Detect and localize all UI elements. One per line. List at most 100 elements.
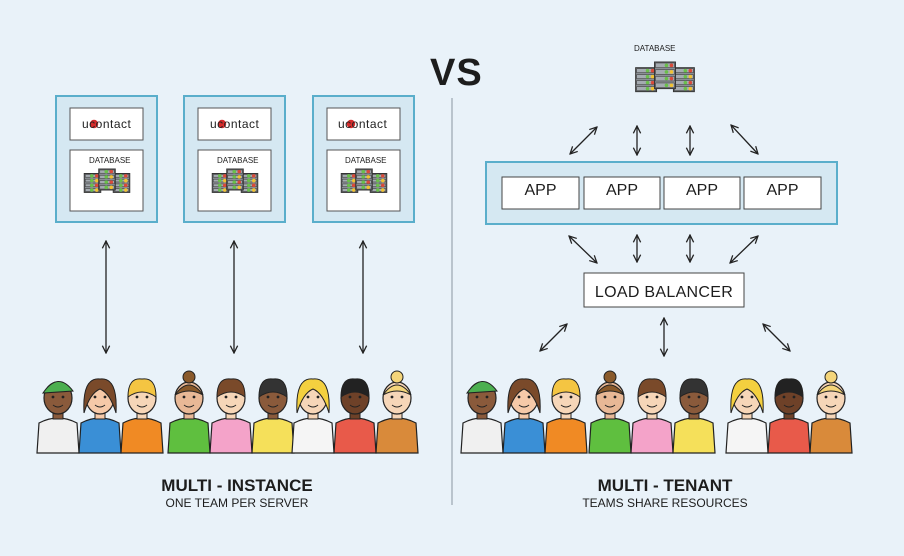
smile bbox=[688, 404, 700, 408]
led-status bbox=[251, 188, 256, 192]
led-status bbox=[650, 86, 655, 91]
app-box-1-label: APP bbox=[524, 182, 557, 199]
logo-box bbox=[326, 107, 401, 141]
torso bbox=[291, 417, 335, 454]
smile bbox=[646, 404, 658, 408]
led-green bbox=[346, 188, 351, 192]
lb-people-arrow-right bbox=[763, 324, 790, 351]
eye bbox=[527, 395, 531, 399]
server-body bbox=[355, 168, 373, 191]
led-green bbox=[375, 178, 380, 183]
eye bbox=[61, 395, 65, 399]
hair bbox=[258, 378, 288, 398]
eye bbox=[103, 395, 107, 399]
eye bbox=[697, 395, 701, 399]
led-green bbox=[664, 63, 669, 68]
app-lb-arrow-1 bbox=[569, 236, 597, 263]
torso bbox=[120, 417, 164, 454]
eye bbox=[569, 395, 573, 399]
led-green bbox=[217, 183, 222, 188]
led-status bbox=[366, 180, 371, 184]
led-green bbox=[217, 174, 222, 178]
person-1 bbox=[725, 378, 769, 454]
server-right bbox=[672, 67, 695, 93]
logo-red-dot-icon bbox=[346, 119, 356, 129]
led-green bbox=[118, 178, 123, 183]
person-2 bbox=[767, 378, 811, 454]
torso bbox=[333, 417, 377, 454]
hair bbox=[340, 378, 370, 398]
server-body bbox=[226, 168, 244, 191]
hair bbox=[679, 378, 709, 398]
led-status bbox=[251, 174, 256, 178]
led-status bbox=[222, 183, 227, 188]
torso bbox=[767, 417, 811, 454]
logo-red-dot-icon bbox=[217, 119, 227, 129]
person-2 bbox=[209, 378, 253, 454]
torso bbox=[588, 417, 632, 454]
led-status bbox=[222, 174, 227, 178]
torso bbox=[460, 417, 504, 454]
led-status bbox=[94, 188, 99, 192]
eye bbox=[782, 395, 786, 399]
led-green bbox=[645, 74, 650, 79]
right-people-group-3 bbox=[725, 370, 853, 454]
led-status bbox=[688, 68, 693, 73]
person-3 bbox=[251, 378, 295, 454]
smile bbox=[52, 404, 64, 408]
eye bbox=[655, 395, 659, 399]
led-green bbox=[346, 183, 351, 188]
eye bbox=[93, 395, 97, 399]
logo-box bbox=[69, 107, 144, 141]
led-green bbox=[246, 174, 251, 178]
eye bbox=[400, 395, 404, 399]
person-3 bbox=[672, 378, 716, 454]
load-balancer-label: LOAD BALANCER bbox=[594, 284, 734, 301]
server-left bbox=[635, 67, 658, 93]
led-green bbox=[246, 188, 251, 192]
led-green bbox=[361, 185, 366, 190]
eye bbox=[824, 395, 828, 399]
led-status bbox=[237, 180, 242, 184]
led-green bbox=[664, 70, 669, 74]
led-status bbox=[222, 188, 227, 192]
eye bbox=[834, 395, 838, 399]
led-green bbox=[104, 175, 109, 179]
led-status bbox=[109, 175, 114, 179]
hair bbox=[551, 378, 581, 398]
hair bbox=[127, 378, 157, 398]
led-green bbox=[375, 183, 380, 188]
hair-bun bbox=[390, 370, 404, 384]
server-center bbox=[226, 168, 244, 191]
db-app-arrow-1 bbox=[570, 127, 597, 154]
eye bbox=[51, 395, 55, 399]
app-box-2 bbox=[583, 176, 661, 210]
eye bbox=[390, 395, 394, 399]
app-box-2-label: APP bbox=[605, 182, 638, 199]
server-center bbox=[355, 168, 373, 191]
led-status bbox=[123, 174, 128, 178]
lb-people-arrow-left bbox=[540, 324, 567, 351]
server-left bbox=[340, 173, 359, 193]
led-green bbox=[217, 178, 222, 183]
hair bbox=[637, 378, 667, 398]
eye bbox=[145, 395, 149, 399]
instance-1-logo: ucontact bbox=[82, 117, 131, 131]
led-green bbox=[346, 174, 351, 178]
hair-bun bbox=[824, 370, 838, 384]
led-green bbox=[217, 188, 222, 192]
led-green bbox=[375, 174, 380, 178]
server-right bbox=[112, 173, 131, 193]
vs-label: VS bbox=[430, 52, 483, 94]
led-status bbox=[109, 185, 114, 190]
multi-tenant-title: MULTI - TENANT bbox=[597, 476, 733, 495]
led-green bbox=[645, 80, 650, 85]
smile bbox=[560, 404, 572, 408]
hair-bun bbox=[603, 370, 617, 384]
multi-instance-subtitle: ONE TEAM PER SERVER bbox=[165, 496, 309, 510]
eye bbox=[224, 395, 228, 399]
person-1 bbox=[460, 381, 504, 454]
eye bbox=[687, 395, 691, 399]
